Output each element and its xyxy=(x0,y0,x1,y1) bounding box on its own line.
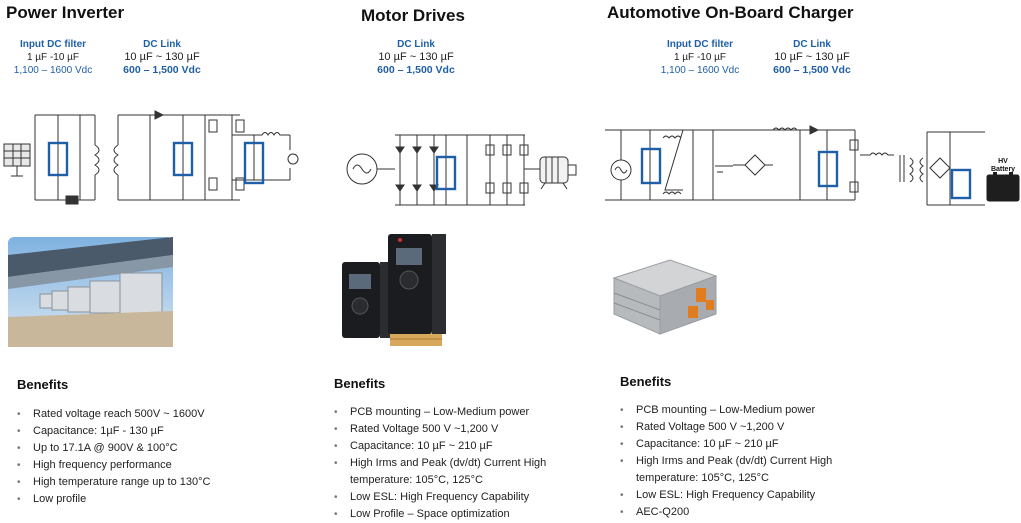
list-item: PCB mounting – Low-Medium power xyxy=(334,404,584,421)
output-capacitor-highlight xyxy=(243,141,265,185)
spec-voltage: 600 – 1,500 Vdc xyxy=(377,64,455,76)
spec-voltage: 1,100 – 1600 Vdc xyxy=(660,65,740,76)
power-inverter-dc-link-spec: DC Link 10 µF ~ 130 µF 600 – 1,500 Vdc xyxy=(112,38,212,77)
ac-source-icon xyxy=(610,159,632,181)
power-inverter-input-filter-spec: Input DC filter 1 µF -10 µF 1,100 – 1600… xyxy=(6,38,100,77)
list-item: Low profile xyxy=(17,491,307,508)
list-item: Rated voltage reach 500V ~ 1600V xyxy=(17,406,307,423)
spec-heading: DC Link xyxy=(397,39,435,50)
onboard-charger-benefits-list: PCB mounting – Low-Medium power Rated Vo… xyxy=(620,402,870,521)
input-filter-capacitor-highlight xyxy=(640,147,662,185)
power-inverter-benefits-title: Benefits xyxy=(17,377,69,392)
list-item: Low Profile – Space optimization xyxy=(334,506,584,523)
onboard-charger-title: Automotive On-Board Charger xyxy=(607,3,854,22)
capacitor-highlight-boxes xyxy=(47,141,265,185)
hv-battery-label-line2: Battery xyxy=(991,166,1015,173)
onboard-charger-circuit-diagram: HV Battery xyxy=(605,125,1020,206)
power-inverter-title: Power Inverter xyxy=(6,3,125,22)
list-item: PCB mounting – Low-Medium power xyxy=(620,402,870,419)
spec-capacitance: 10 µF ~ 130 µF xyxy=(774,51,850,63)
motor-drives-benefits-title: Benefits xyxy=(334,376,386,391)
dc-link-capacitor-highlight xyxy=(435,155,457,191)
spec-heading: Input DC filter xyxy=(666,39,734,50)
list-item: High frequency performance xyxy=(17,457,307,474)
spec-voltage: 600 – 1,500 Vdc xyxy=(773,64,851,76)
capacitor-highlight-boxes xyxy=(640,147,972,200)
motor-drive-units-photo xyxy=(342,234,446,346)
dc-link-capacitor-highlight xyxy=(817,150,839,188)
power-inverter-circuit-diagram xyxy=(3,110,299,205)
hv-battery-icon xyxy=(986,172,1020,202)
list-item: Rated Voltage 500 V ~1,200 V xyxy=(334,421,584,438)
hv-battery-label-line1: HV xyxy=(998,158,1008,165)
spec-capacitance: 1 µF -10 µF xyxy=(26,52,80,63)
onboard-charger-module-photo xyxy=(612,259,718,335)
list-item: AEC-Q200 xyxy=(620,504,870,521)
output-capacitor-highlight xyxy=(950,168,972,200)
spec-voltage: 600 – 1,500 Vdc xyxy=(123,64,201,76)
list-item: Up to 17.1A @ 900V & 100°C xyxy=(17,440,307,457)
onboard-charger-benefits-title: Benefits xyxy=(620,374,672,389)
spec-capacitance: 1 µF -10 µF xyxy=(673,52,727,63)
spec-capacitance: 10 µF ~ 130 µF xyxy=(124,51,200,63)
spec-heading: DC Link xyxy=(143,39,181,50)
list-item: Capacitance: 10 µF ~ 210 µF xyxy=(620,436,870,453)
list-item: High temperature range up to 130°C xyxy=(17,474,307,491)
onboard-charger-input-filter-spec: Input DC filter 1 µF -10 µF 1,100 – 1600… xyxy=(653,38,747,77)
motor-drives-dc-link-spec: DC Link 10 µF ~ 130 µF 600 – 1,500 Vdc xyxy=(366,38,466,77)
list-item: High Irms and Peak (dv/dt) Current High … xyxy=(334,455,584,489)
motor-drives-title: Motor Drives xyxy=(361,6,465,25)
spec-heading: Input DC filter xyxy=(19,39,87,50)
motor-icon xyxy=(539,156,577,190)
list-item: Capacitance: 1µF - 130 µF xyxy=(17,423,307,440)
spec-voltage: 1,100 – 1600 Vdc xyxy=(13,65,93,76)
spec-heading: DC Link xyxy=(793,39,831,50)
list-item: High Irms and Peak (dv/dt) Current High … xyxy=(620,453,870,487)
onboard-charger-dc-link-spec: DC Link 10 µF ~ 130 µF 600 – 1,500 Vdc xyxy=(762,38,862,77)
list-item: Low ESL: High Frequency Capability xyxy=(620,487,870,504)
ac-source-icon xyxy=(346,153,378,185)
motor-drives-circuit-diagram xyxy=(346,134,577,206)
solar-inverters-photo xyxy=(8,237,173,347)
input-filter-capacitor-highlight xyxy=(47,141,69,177)
list-item: Low ESL: High Frequency Capability xyxy=(334,489,584,506)
power-inverter-benefits-list: Rated voltage reach 500V ~ 1600V Capacit… xyxy=(17,406,307,508)
list-item: Rated Voltage 500 V ~1,200 V xyxy=(620,419,870,436)
motor-drives-benefits-list: PCB mounting – Low-Medium power Rated Vo… xyxy=(334,404,584,523)
solar-panel-icon xyxy=(3,143,31,177)
dc-link-capacitor-highlight xyxy=(172,141,194,177)
spec-capacitance: 10 µF ~ 130 µF xyxy=(378,51,454,63)
list-item: Capacitance: 10 µF ~ 210 µF xyxy=(334,438,584,455)
